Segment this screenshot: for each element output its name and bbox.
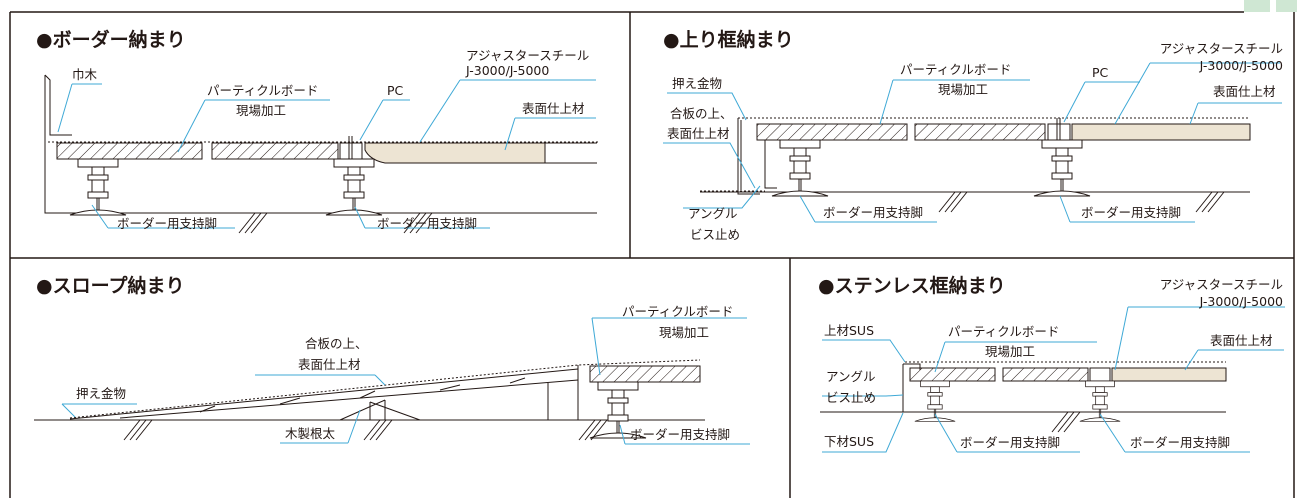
border-title: ●ボーダー納まり — [36, 29, 186, 51]
border-drawing — [44, 74, 598, 234]
leader-lines — [57, 62, 1285, 453]
border-label-habaki: 巾木 — [72, 67, 98, 82]
corner-tab-left — [1244, 0, 1270, 12]
stainless-label-leg-2: ボーダー用支持脚 — [1130, 435, 1231, 450]
stainless-label-angle: アングル — [826, 369, 876, 384]
raised-label-angle: アングル — [688, 206, 738, 221]
stainless-label-finish: 表面仕上材 — [1210, 333, 1273, 348]
raised-label-leg-2: ボーダー用支持脚 — [1081, 205, 1182, 220]
stainless-label-adjuster: アジャスタースチール — [1159, 277, 1283, 292]
slope-title: ●スロープ納まり — [36, 275, 185, 297]
raised-label-pc: PC — [1092, 65, 1109, 80]
raised-label-finish: 表面仕上材 — [1213, 84, 1276, 99]
border-label-leg-2: ボーダー用支持脚 — [377, 216, 478, 231]
raised-title: ●上り框納まり — [663, 29, 794, 51]
raised-label-leg-1: ボーダー用支持脚 — [823, 205, 924, 220]
slope-label-leg: ボーダー用支持脚 — [630, 427, 731, 442]
stainless-label-screw: ビス止め — [826, 390, 877, 405]
raised-label-adjuster: アジャスタースチール — [1159, 41, 1283, 56]
raised-label-goban-1: 合板の上、 — [670, 106, 733, 121]
panel-borders — [9, 11, 1295, 498]
raised-label-board: パーティクルボード — [900, 62, 1012, 77]
stainless-label-board: パーティクルボード — [948, 324, 1060, 339]
border-label-board: パーティクルボード — [207, 83, 319, 98]
slope-label-board-sub: 現場加工 — [659, 325, 710, 340]
raised-label-osae: 押え金物 — [672, 76, 723, 91]
slope-label-joist: 木製根太 — [285, 426, 336, 441]
stainless-drawing — [820, 361, 1227, 433]
slope-label-goban-1: 合板の上、 — [305, 336, 368, 351]
slope-label-goban-2: 表面仕上材 — [298, 357, 361, 372]
border-label-leg-1: ボーダー用支持脚 — [117, 216, 218, 231]
raised-label-screw: ビス止め — [690, 227, 741, 242]
raised-label-adjuster-model: J-3000/J-5000 — [1199, 58, 1283, 73]
stainless-label-adjuster-model: J-3000/J-5000 — [1199, 294, 1283, 309]
raised-drawing — [700, 117, 1251, 213]
slope-drawing — [34, 359, 705, 441]
border-label-pc: PC — [387, 83, 404, 98]
corner-tab-right — [1276, 0, 1297, 12]
slope-label-board: パーティクルボード — [622, 304, 734, 319]
stainless-label-upper-sus: 上材SUS — [824, 323, 875, 338]
border-label-adjuster-model: J-3000/J-5000 — [466, 63, 550, 78]
border-label-adjuster: アジャスタースチール — [466, 48, 590, 63]
border-label-finish: 表面仕上材 — [522, 101, 585, 116]
stainless-label-lower-sus: 下材SUS — [824, 434, 875, 449]
stainless-title: ●ステンレス框納まり — [818, 275, 1006, 297]
stainless-label-board-sub: 現場加工 — [985, 344, 1036, 359]
raised-label-goban-2: 表面仕上材 — [667, 126, 730, 141]
slope-label-osae: 押え金物 — [76, 386, 127, 401]
raised-label-board-sub: 現場加工 — [938, 82, 989, 97]
border-label-board-sub: 現場加工 — [236, 103, 287, 118]
stainless-label-leg-1: ボーダー用支持脚 — [960, 435, 1061, 450]
